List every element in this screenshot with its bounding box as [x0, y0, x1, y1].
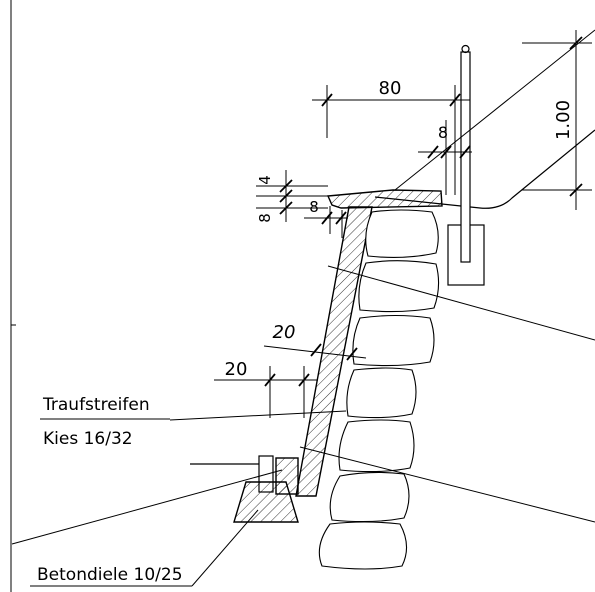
terrain-line — [374, 129, 595, 209]
natural-stones — [318, 209, 440, 570]
section-line-upper — [327, 265, 595, 341]
label-concrete-plank-text: Betondiele 10/25 — [37, 565, 183, 585]
dim-cap-thickness: 4 8 — [256, 170, 328, 223]
dim-20-footing-label: 20 — [225, 359, 248, 380]
dim-footing-offset: 20 — [214, 359, 318, 418]
dim-100-label: 1.00 — [553, 100, 574, 140]
dim-cap-overhang: 8 — [304, 198, 348, 238]
label-concrete-plank: Betondiele 10/25 — [30, 509, 259, 587]
dim-80-label: 80 — [379, 78, 402, 99]
dim-8-cap-label: 8 — [256, 213, 274, 223]
dim-8-overhang-label: 8 — [309, 198, 319, 216]
railing-post-top — [461, 44, 470, 54]
label-drip-strip-line2: Kies 16/32 — [43, 429, 133, 449]
dim-8-post-label: 8 — [438, 123, 448, 142]
dim-railing-height: 1.00 — [522, 30, 592, 210]
coping-cap — [326, 189, 443, 209]
dim-4-label: 4 — [256, 175, 274, 185]
plank-foundation — [233, 481, 299, 523]
railing-post — [460, 51, 471, 263]
section-line-lower — [299, 446, 595, 523]
dim-post-gap: 8 — [418, 120, 472, 195]
section-line-mid — [169, 410, 347, 421]
dim-wall-thickness: 20 — [263, 322, 367, 361]
railing-diagonal — [394, 29, 595, 191]
label-drip-strip: Traufstreifen Kies 16/32 — [11, 395, 283, 545]
label-drip-strip-line1: Traufstreifen — [42, 395, 150, 415]
dim-20-wall-label: 20 — [273, 322, 296, 343]
dim-railing-offset: 80 — [312, 78, 470, 195]
